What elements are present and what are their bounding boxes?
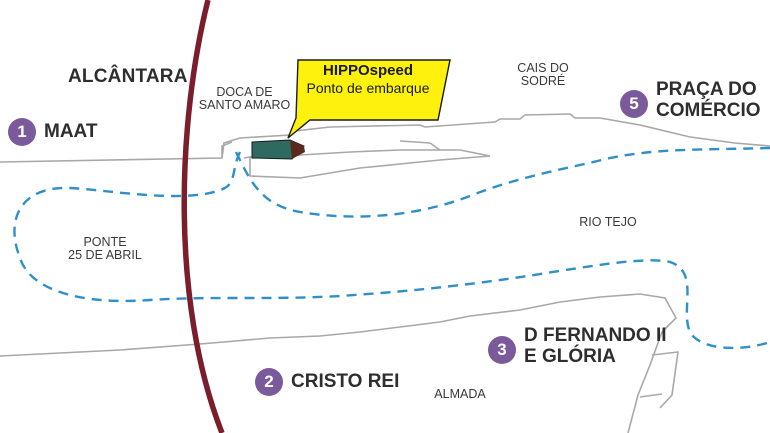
label-ponte-line1: PONTE — [83, 235, 127, 249]
label-doca-line2: SANTO AMARO — [198, 98, 291, 113]
stop-name-line1: D FERNANDO II — [524, 325, 667, 346]
stop-number-badge: 5 — [620, 90, 648, 118]
callout-subtitle: Ponto de embarque — [306, 80, 430, 96]
south-shore-outline — [0, 293, 677, 433]
ferry-route — [13, 146, 770, 350]
stop-name-line2: E GLÓRIA — [524, 345, 616, 367]
label-almada: ALMADA — [434, 387, 486, 401]
label-ponte-line2: 25 DE ABRIL — [68, 248, 142, 263]
stop-maat[interactable]: 1 MAAT — [8, 118, 97, 146]
stop-praca-do-comercio[interactable]: 5 PRAÇA DO COMÉRCIO — [620, 79, 761, 121]
label-doca-line1: DOCA DE — [216, 85, 273, 99]
label-alcantara: ALCÂNTARA — [68, 66, 188, 87]
embarkation-callout: HIPPOspeed Ponto de embarque — [298, 62, 438, 97]
stop-number-badge: 2 — [255, 368, 283, 396]
stop-name-line1: CRISTO REI — [291, 371, 400, 392]
stop-cristo-rei[interactable]: 2 CRISTO REI — [255, 368, 399, 396]
label-cais-do-sodre: CAIS DO SODRÉ — [508, 61, 578, 89]
label-ponte-25-de-abril: PONTE 25 DE ABRIL — [50, 235, 160, 263]
stop-number-badge: 1 — [8, 118, 36, 146]
stop-d-fernando-ii-e-gloria[interactable]: 3 D FERNANDO II E GLÓRIA — [488, 325, 667, 367]
doca-basin-outline — [221, 140, 491, 179]
ponte-boundary-line — [181, 0, 225, 433]
label-rio-tejo: RIO TEJO — [579, 215, 637, 229]
north-shore-outline — [0, 113, 770, 163]
hipposspeed-callout-bubble — [287, 59, 451, 139]
stop-name-line1: MAAT — [44, 121, 98, 142]
label-cais-line1: CAIS DO — [517, 61, 569, 75]
stop-number-badge: 3 — [488, 336, 516, 364]
stop-name-line1: PRAÇA DO — [656, 79, 757, 100]
stop-name-line2: COMÉRCIO — [656, 99, 761, 121]
terminal-roof — [290, 140, 305, 159]
callout-title: HIPPOspeed — [322, 62, 414, 79]
label-cais-line2: SODRÉ — [520, 74, 566, 89]
label-doca-santo-amaro: DOCA DE SANTO AMARO — [197, 85, 292, 113]
south-pier-outline — [639, 351, 679, 409]
